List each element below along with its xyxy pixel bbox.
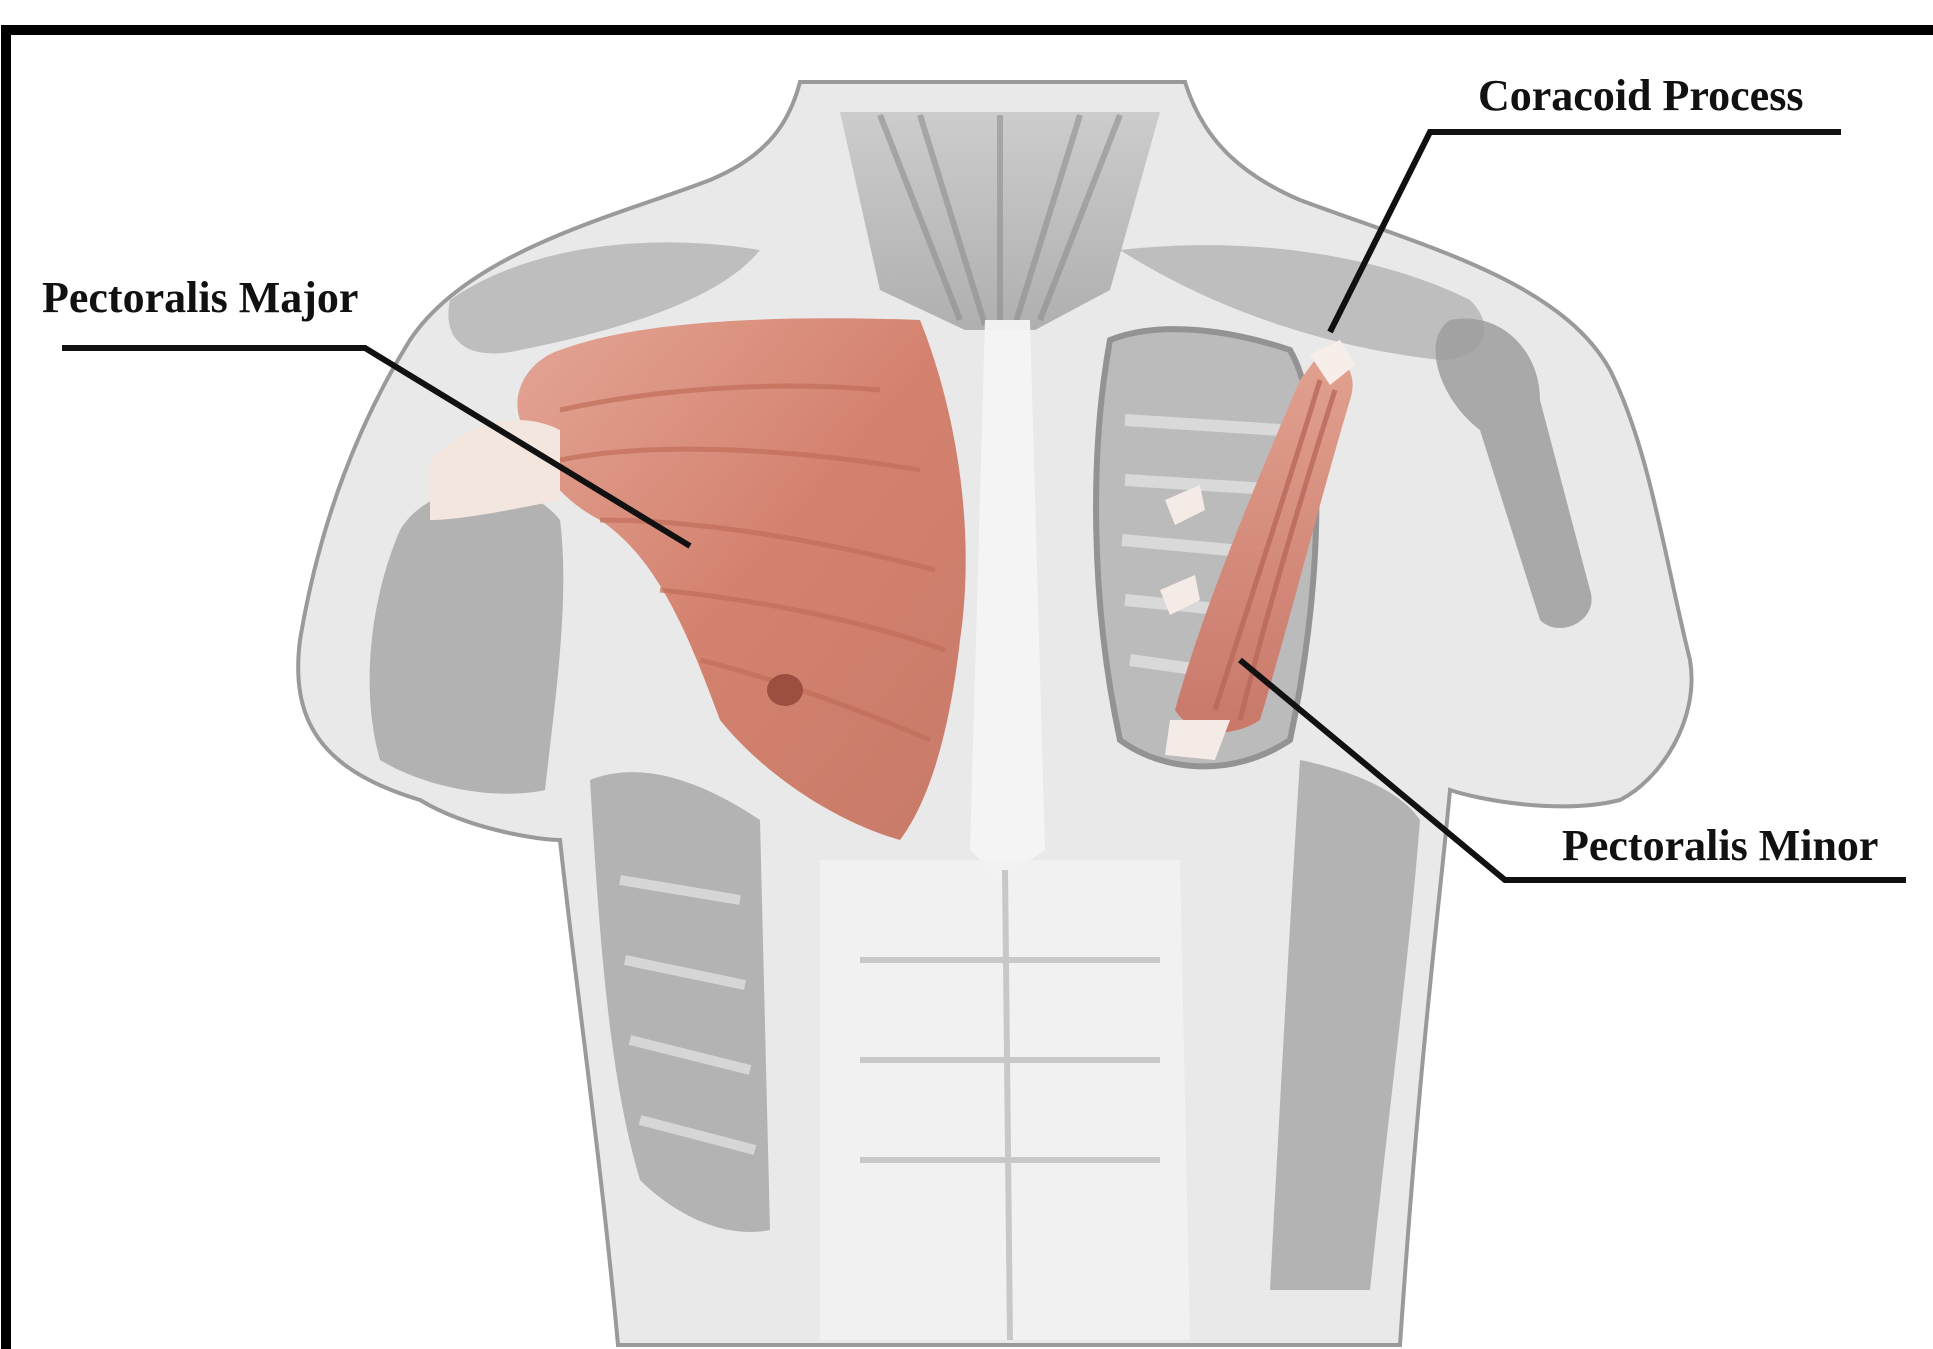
nipple: [767, 674, 803, 706]
label-coracoid-process: Coracoid Process: [1478, 71, 1803, 120]
label-pectoralis-major: Pectoralis Major: [42, 273, 358, 322]
label-pectoralis-minor: Pectoralis Minor: [1562, 821, 1878, 870]
